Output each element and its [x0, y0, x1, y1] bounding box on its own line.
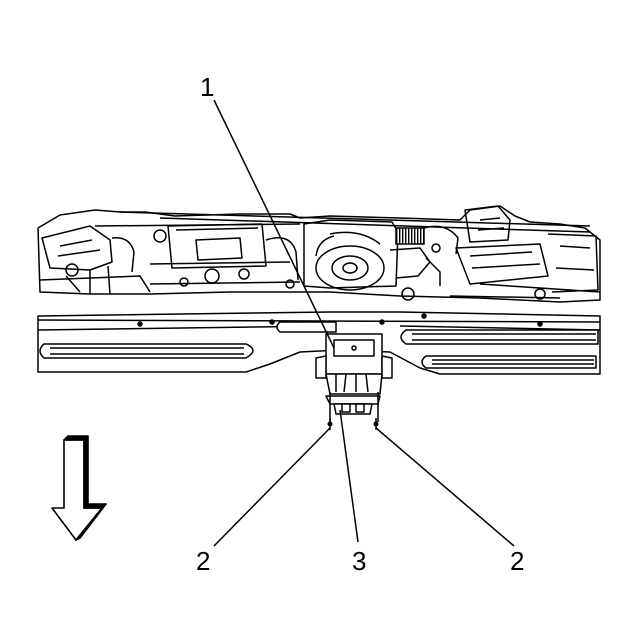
control-module	[315, 333, 393, 422]
callout-label-2-left: 2	[196, 546, 210, 576]
leader-line-2-left	[213, 427, 331, 547]
leader-line-3	[339, 409, 359, 543]
callout-label-1: 1	[200, 72, 214, 102]
component-assembly	[37, 205, 601, 303]
leader-lines	[213, 99, 515, 547]
leader-line-1	[213, 99, 335, 349]
callout-label-3: 3	[352, 546, 366, 576]
callout-labels: 1 2 3 2	[196, 72, 524, 576]
leader-line-2-right	[375, 427, 515, 547]
down-arrow-icon	[51, 435, 107, 541]
callout-label-2-right: 2	[510, 546, 524, 576]
cowl-panel	[37, 311, 601, 375]
